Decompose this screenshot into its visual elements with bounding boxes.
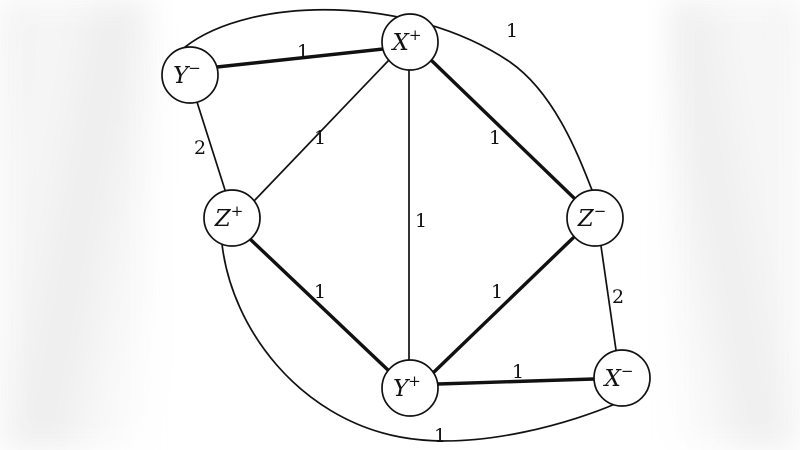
node-label-sign: − bbox=[188, 59, 201, 77]
node-circle bbox=[381, 13, 439, 71]
edge-weights-layer: 1 2 1 1 1 1 1 2 1 1 1 bbox=[194, 20, 624, 447]
graph-edge bbox=[184, 8, 593, 191]
edge-weight-label: 1 bbox=[491, 281, 503, 303]
edges-layer bbox=[184, 8, 617, 442]
node-label-sign: + bbox=[231, 202, 244, 220]
edge-weight-label: 1 bbox=[314, 127, 326, 149]
node-label-base: X bbox=[391, 30, 411, 56]
graph-node: Z− bbox=[566, 189, 624, 247]
node-label-base: Z bbox=[214, 206, 232, 232]
graph-edge bbox=[215, 47, 385, 69]
node-label-sign: − bbox=[621, 362, 634, 380]
node-label: Y− bbox=[173, 59, 201, 89]
node-circle bbox=[203, 189, 261, 247]
node-label-sign: + bbox=[409, 26, 422, 44]
graph-node: X− bbox=[593, 349, 651, 407]
node-label-base: Y bbox=[393, 376, 411, 402]
node-label-sign: + bbox=[408, 372, 421, 390]
graph-node: Z+ bbox=[203, 189, 261, 247]
graph-edge bbox=[196, 101, 226, 191]
edge-weight-label: 1 bbox=[434, 425, 446, 447]
edge-weight-label: 2 bbox=[612, 286, 624, 308]
graph-edge bbox=[600, 245, 617, 351]
graph-node: X+ bbox=[381, 13, 439, 71]
nodes-layer: Y−X+Z+Z−Y+X− bbox=[161, 13, 651, 417]
edge-weight-label: 1 bbox=[512, 361, 524, 383]
node-label-base: Y bbox=[173, 63, 191, 89]
edge-weight-label: 2 bbox=[194, 137, 206, 159]
graph-node: Y− bbox=[161, 46, 219, 104]
node-label-sign: − bbox=[594, 202, 607, 220]
edge-weight-label: 1 bbox=[314, 281, 326, 303]
node-label-base: X bbox=[603, 366, 623, 392]
node-label-base: Z bbox=[577, 206, 595, 232]
node-circle bbox=[566, 189, 624, 247]
node-label: X+ bbox=[391, 26, 422, 56]
node-label: Z− bbox=[577, 202, 607, 232]
edge-weight-label: 1 bbox=[506, 20, 518, 42]
edge-weight-label: 1 bbox=[489, 127, 501, 149]
graph-edge bbox=[221, 243, 616, 442]
graph-edge bbox=[436, 377, 596, 386]
node-label: Z+ bbox=[214, 202, 244, 232]
node-circle bbox=[593, 349, 651, 407]
node-label: Y+ bbox=[393, 372, 421, 402]
node-circle bbox=[381, 359, 439, 417]
edge-weight-label: 1 bbox=[415, 210, 427, 232]
node-label: X− bbox=[603, 362, 634, 392]
graph-edge bbox=[253, 59, 390, 202]
edge-weight-label: 1 bbox=[297, 41, 309, 63]
graph-node: Y+ bbox=[381, 359, 439, 417]
node-circle bbox=[161, 46, 219, 104]
graph-edge bbox=[432, 236, 575, 374]
graph-edge bbox=[248, 237, 391, 373]
graph-edge bbox=[429, 58, 576, 200]
